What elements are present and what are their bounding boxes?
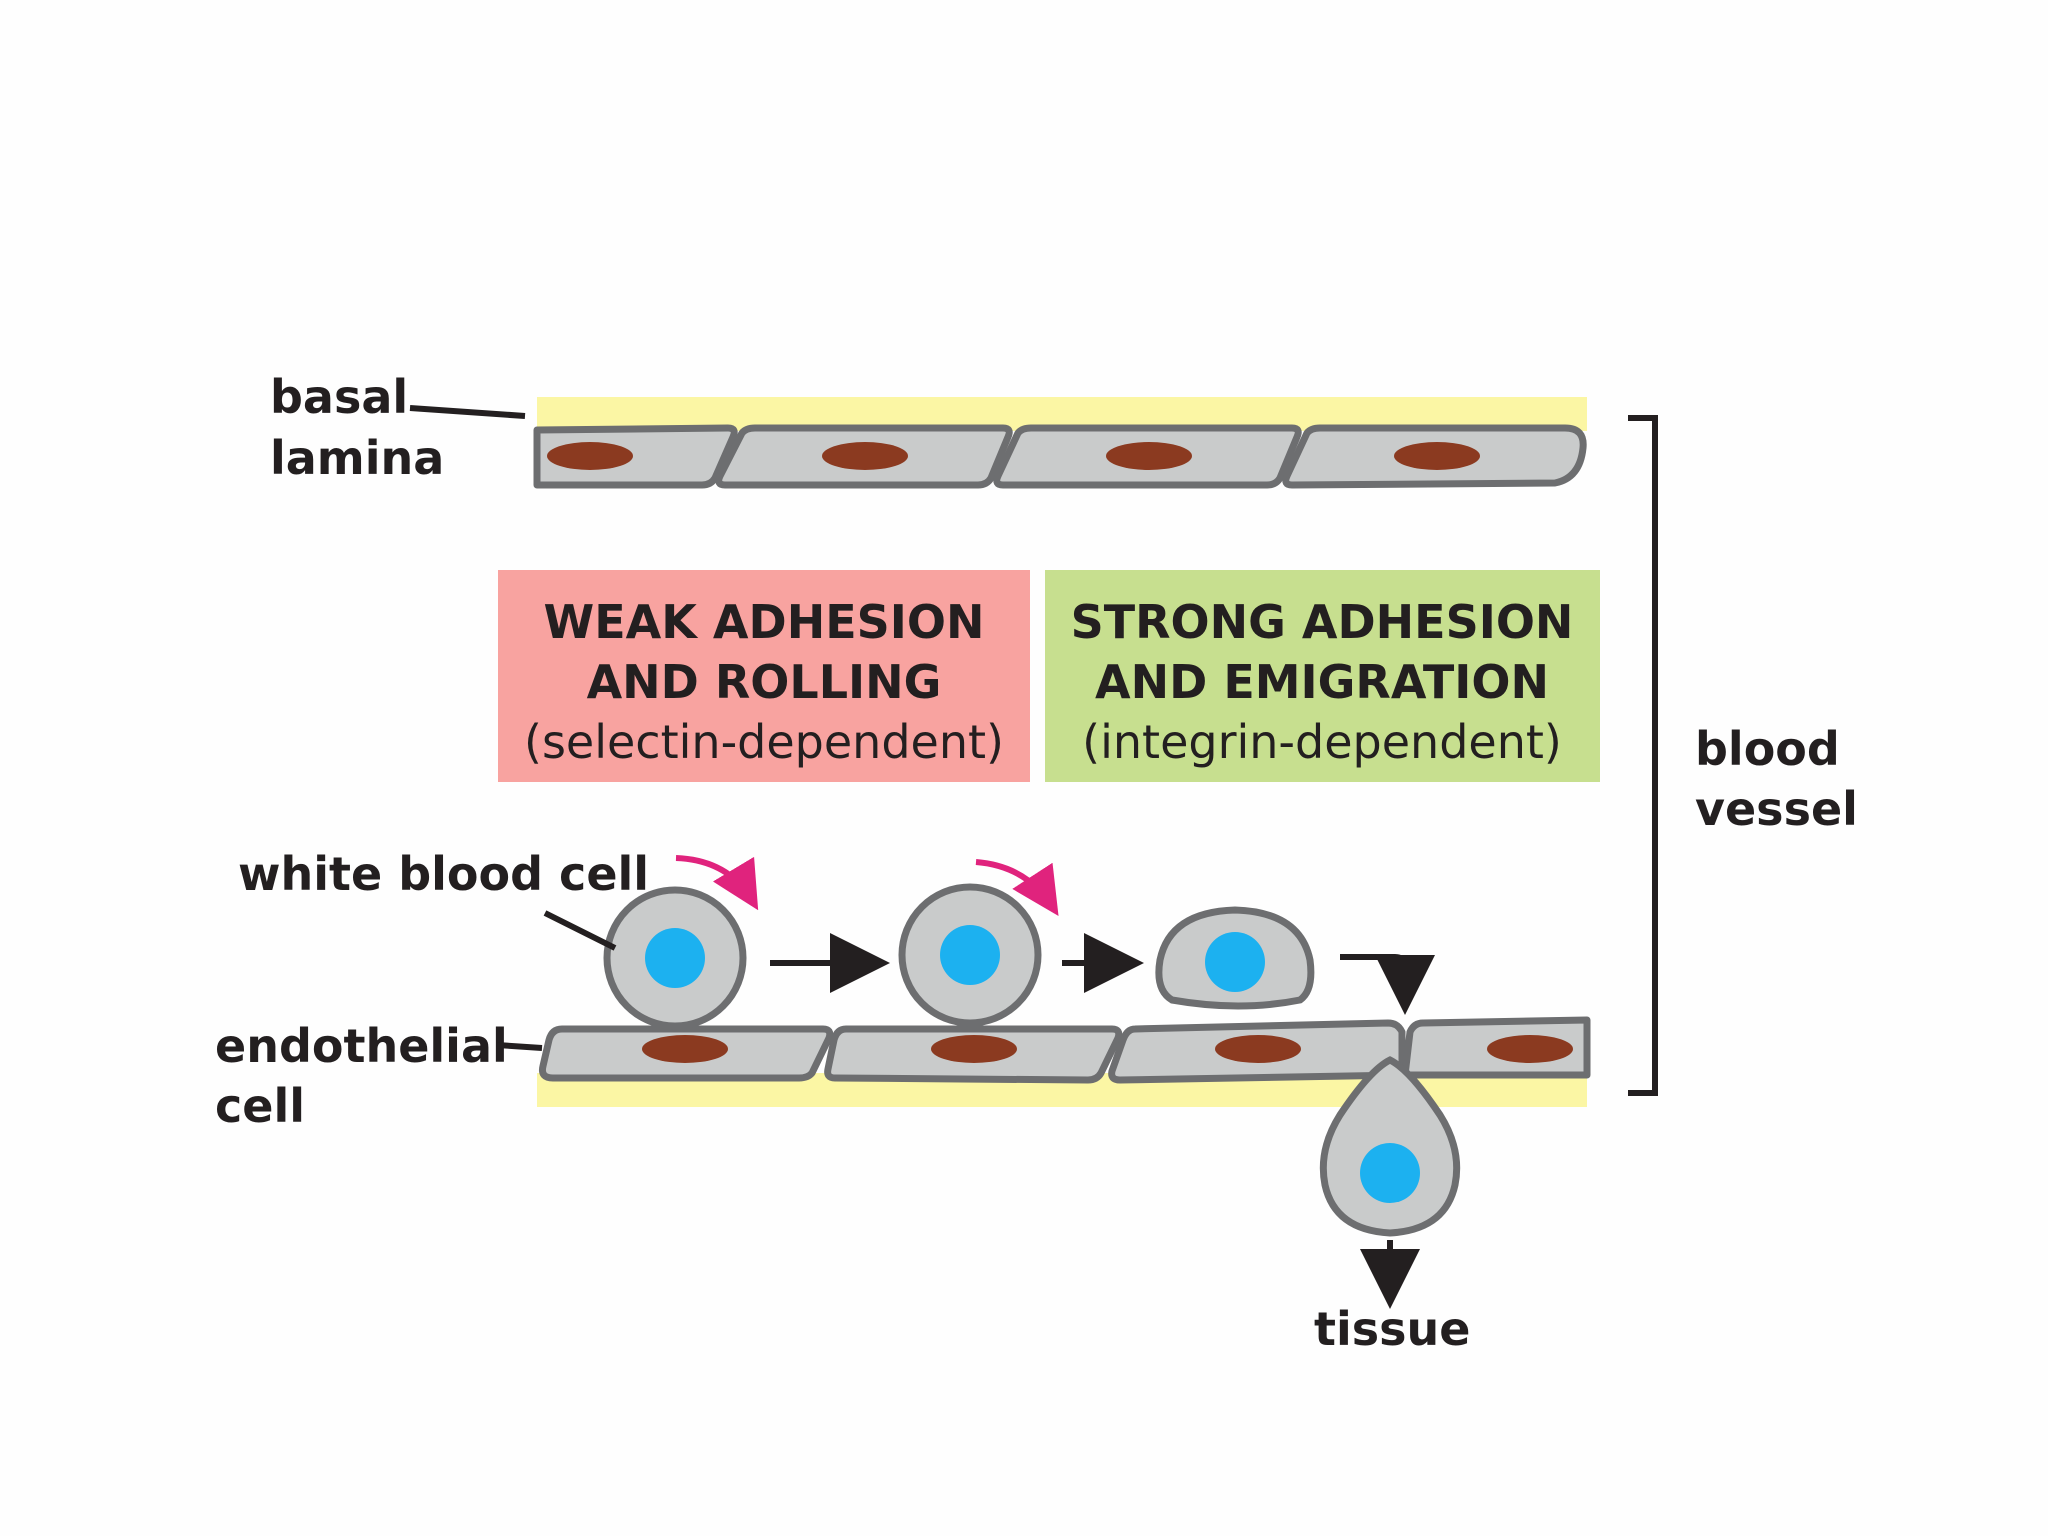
endothelial-nucleus bbox=[1106, 442, 1192, 470]
endothelial-nucleus bbox=[1394, 442, 1480, 470]
blood-vessel-bracket bbox=[1628, 415, 1658, 1096]
white-blood-cell-adhering bbox=[1155, 906, 1315, 1010]
bottom-endothelial-nuclei bbox=[642, 1035, 1573, 1063]
white-blood-cell-rolling-1 bbox=[603, 886, 747, 1030]
strong-adhesion-title: AND EMIGRATION bbox=[1095, 655, 1549, 709]
blood-vessel-label: blood bbox=[1695, 722, 1840, 776]
endothelial-cell-label: cell bbox=[215, 1079, 305, 1133]
endothelial-nucleus bbox=[547, 442, 633, 470]
white-blood-cell-leader-line bbox=[543, 910, 617, 951]
basal-lamina-leader-line bbox=[409, 405, 526, 419]
emigration-arrow bbox=[1340, 954, 1435, 1015]
rolling-arrow-1 bbox=[675, 855, 759, 911]
white-blood-cell-emigrating bbox=[1319, 1056, 1461, 1237]
blood-vessel-label: vessel bbox=[1695, 782, 1858, 836]
white-blood-cell-label: white blood cell bbox=[238, 847, 649, 901]
weak-adhesion-subtitle: (selectin-dependent) bbox=[524, 715, 1004, 769]
weak-adhesion-title: WEAK ADHESION bbox=[544, 595, 985, 649]
white-blood-cell-rolling-2 bbox=[898, 883, 1042, 1027]
weak-adhesion-title: AND ROLLING bbox=[587, 655, 942, 709]
strong-adhesion-subtitle: (integrin-dependent) bbox=[1082, 715, 1562, 769]
strong-adhesion-box bbox=[1045, 570, 1600, 782]
wbc-nucleus bbox=[645, 928, 705, 988]
basal-lamina-label: basal bbox=[270, 370, 408, 424]
endothelial-cell-label: endothelial bbox=[215, 1019, 508, 1073]
wbc-nucleus bbox=[1360, 1143, 1420, 1203]
endothelial-nucleus bbox=[1215, 1035, 1301, 1063]
wbc-nucleus bbox=[940, 925, 1000, 985]
tissue-label: tissue bbox=[1314, 1302, 1470, 1356]
rolling-arrow-2 bbox=[975, 859, 1059, 917]
wbc-nucleus bbox=[1205, 932, 1265, 992]
endothelial-nucleus bbox=[1487, 1035, 1573, 1063]
weak-adhesion-box bbox=[498, 570, 1030, 782]
basal-lamina-label: lamina bbox=[270, 431, 444, 485]
top-endothelial-nuclei bbox=[547, 442, 1480, 470]
endothelial-nucleus bbox=[822, 442, 908, 470]
strong-adhesion-title: STRONG ADHESION bbox=[1071, 595, 1574, 649]
endothelial-cell-leader-line bbox=[496, 1042, 543, 1051]
endothelial-nucleus bbox=[642, 1035, 728, 1063]
endothelial-nucleus bbox=[931, 1035, 1017, 1063]
